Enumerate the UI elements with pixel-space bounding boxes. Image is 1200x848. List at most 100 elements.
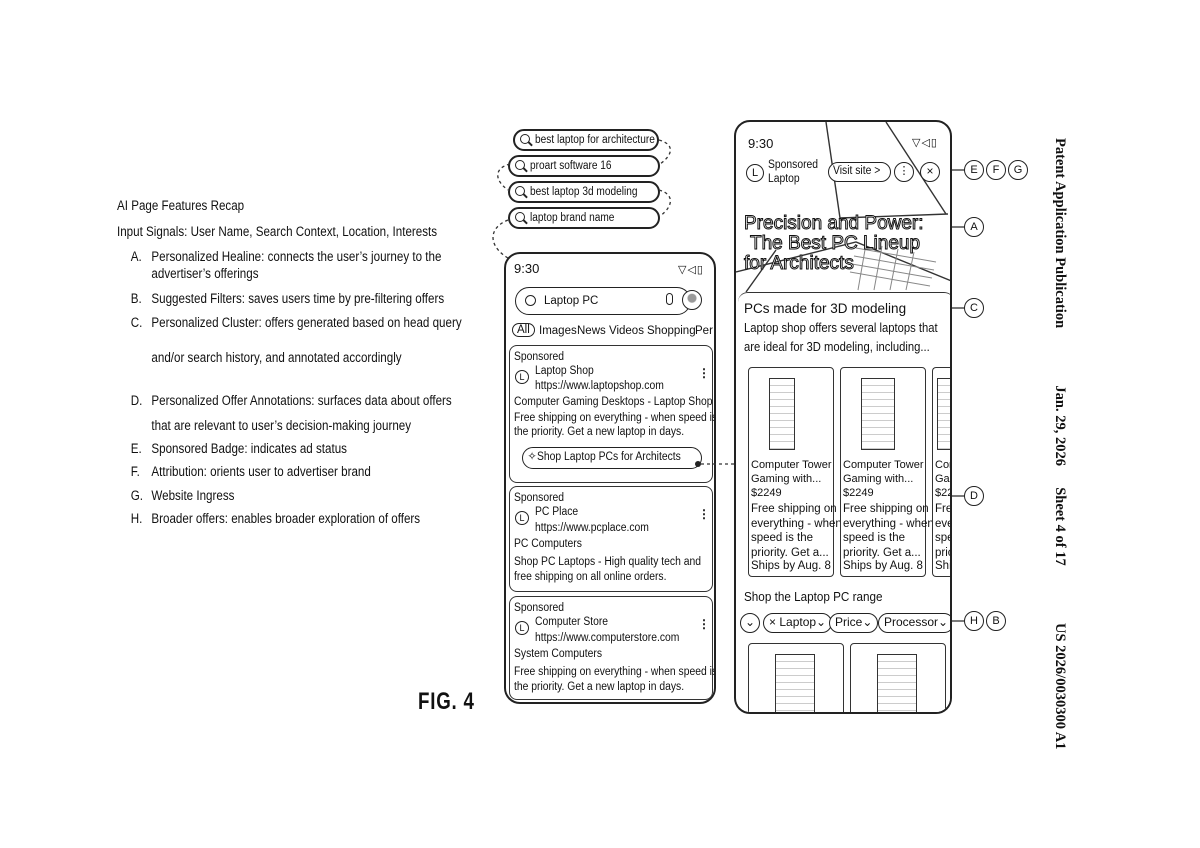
computer-tower-image — [861, 378, 895, 450]
broader-offer-card[interactable] — [748, 643, 844, 712]
brand-logo-icon: L — [515, 621, 529, 635]
recap-item-a-line2: advertiser’s offerings — [151, 266, 259, 281]
close-icon[interactable]: × — [920, 162, 940, 182]
search-input[interactable]: Laptop PC — [515, 287, 691, 315]
callout-f: F — [986, 160, 1006, 180]
tab-images[interactable]: Images — [539, 325, 577, 337]
range-title: Shop the Laptop PC range — [744, 589, 883, 604]
computer-tower-image — [877, 654, 917, 712]
callout-h: H — [964, 611, 984, 631]
sponsored-badge: Sponsored Laptop — [768, 159, 819, 185]
tab-shopping[interactable]: Shopping — [647, 325, 696, 337]
shipping-info: Ships by Aug. 8 — [843, 560, 923, 572]
status-time: 9:30 — [748, 136, 774, 151]
tab-perspectives[interactable]: Per — [695, 325, 713, 337]
sheet-number: Sheet 4 of 17 — [1052, 487, 1068, 566]
chevron-down-icon[interactable]: ⌄ — [740, 613, 760, 633]
cta-button[interactable]: ✧Shop Laptop PCs for Architects — [522, 447, 702, 469]
publication-title: Patent Application Publication — [1052, 138, 1068, 329]
recap-item-g: G.Website Ingress — [130, 488, 235, 503]
ad-headline[interactable]: PC Computers — [514, 538, 582, 550]
query-pill[interactable]: best laptop 3d modeling — [508, 181, 660, 203]
recap-inputs: Input Signals: User Name, Search Context… — [117, 224, 438, 239]
ad-desc: free shipping on all online orders. — [514, 571, 667, 583]
patent-header: Patent Application Publication Jan. 29, … — [1051, 138, 1068, 750]
product-price: $2249 — [751, 487, 782, 499]
computer-tower-image — [775, 654, 815, 712]
cluster-title: PCs made for 3D modeling — [744, 301, 907, 316]
hero-laptop-illustration — [736, 122, 950, 292]
ad-headline[interactable]: Computer Gaming Desktops - Laptop Shop — [514, 396, 713, 408]
status-icons: ▽◁▯ — [912, 137, 938, 149]
callout-d: D — [964, 486, 984, 506]
brand-url[interactable]: https://www.pcplace.com — [535, 522, 649, 534]
phone-search-results: 9:30 ▽◁▯ Laptop PC All Images News Video… — [504, 252, 716, 704]
ad-desc: the priority. Get a new laptop in days. — [514, 681, 685, 693]
sponsored-label: Sponsored — [514, 492, 565, 504]
product-price: $224 — [935, 487, 950, 499]
computer-tower-image — [769, 378, 795, 450]
ad-desc: Free shipping on everything - when speed… — [514, 412, 716, 424]
figure-label: FIG. 4 — [418, 688, 475, 715]
ad-card[interactable]: Sponsored L PC Place https://www.pcplace… — [509, 486, 713, 592]
product-title: ComGam — [935, 459, 950, 485]
personalized-headline: Precision and Power: The Best PC Lineup … — [744, 213, 925, 274]
callout-c: C — [964, 298, 984, 318]
query-pill[interactable]: best laptop for architecture — [513, 129, 659, 151]
recap-item-e: E.Sponsored Badge: indicates ad status — [130, 441, 347, 456]
visit-site-button[interactable]: Visit site > — [828, 162, 891, 182]
ad-desc: the priority. Get a new laptop in days. — [514, 426, 685, 438]
ad-desc: Shop PC Laptops - High quality tech and — [514, 556, 702, 568]
shipping-info: Ship — [935, 560, 952, 572]
brand-name: Computer Store — [535, 616, 609, 628]
tab-all[interactable]: All — [512, 323, 535, 337]
filter-chip-processor[interactable]: Processor⌄ — [878, 613, 950, 633]
callout-b: B — [986, 611, 1006, 631]
publication-number: US 2026/0030300 A1 — [1052, 623, 1068, 750]
search-icon — [515, 212, 525, 222]
tab-videos[interactable]: Videos — [609, 325, 644, 337]
sponsored-label: Sponsored — [514, 351, 565, 363]
microphone-icon[interactable] — [666, 293, 673, 305]
search-icon — [520, 134, 530, 144]
more-icon[interactable]: ⋮ — [698, 617, 710, 631]
tab-news[interactable]: News — [577, 325, 606, 337]
ad-card[interactable]: Sponsored L Laptop Shop https://www.lapt… — [509, 345, 716, 483]
ad-card[interactable]: Sponsored L Computer Store https://www.c… — [509, 596, 714, 700]
query-pill[interactable]: proart software 16 — [508, 155, 660, 177]
brand-url[interactable]: https://www.laptopshop.com — [535, 380, 664, 392]
more-icon[interactable]: ⋮ — [894, 162, 914, 182]
more-icon[interactable]: ⋮ — [698, 507, 710, 521]
brand-logo-icon: L — [746, 164, 764, 182]
brand-url[interactable]: https://www.computerstore.com — [535, 632, 680, 644]
brand-name: Laptop Shop — [535, 365, 594, 377]
product-card[interactable]: ComGam $224 Freevespeprio Ship — [932, 367, 952, 577]
broader-offer-card[interactable] — [850, 643, 946, 712]
query-pill[interactable]: laptop brand name — [508, 207, 660, 229]
recap-item-d: D.Personalized Offer Annotations: surfac… — [130, 393, 452, 408]
filter-chip-price[interactable]: Price⌄ — [829, 613, 879, 633]
brand-logo-icon: L — [515, 511, 529, 525]
filter-chip-laptop[interactable]: × Laptop⌄ — [763, 613, 833, 633]
phone-landing-page: 9:30 ▽◁▯ L Sponsored Laptop Visit site >… — [734, 120, 952, 714]
more-icon[interactable]: ⋮ — [698, 366, 710, 380]
search-icon — [525, 295, 536, 306]
search-icon — [515, 186, 525, 196]
avatar[interactable] — [682, 290, 702, 310]
query-connectors — [492, 139, 672, 259]
brand-name: PC Place — [535, 506, 579, 518]
callout-a: A — [964, 217, 984, 237]
ad-headline[interactable]: System Computers — [514, 648, 603, 660]
callout-e: E — [964, 160, 984, 180]
recap-title: AI Page Features Recap — [117, 198, 245, 213]
recap-item-d-line2: that are relevant to user’s decision-mak… — [151, 418, 412, 433]
status-time: 9:30 — [514, 261, 540, 276]
sponsored-label: Sponsored — [514, 602, 565, 614]
recap-item-c: C.Personalized Cluster: offers generated… — [130, 315, 462, 330]
